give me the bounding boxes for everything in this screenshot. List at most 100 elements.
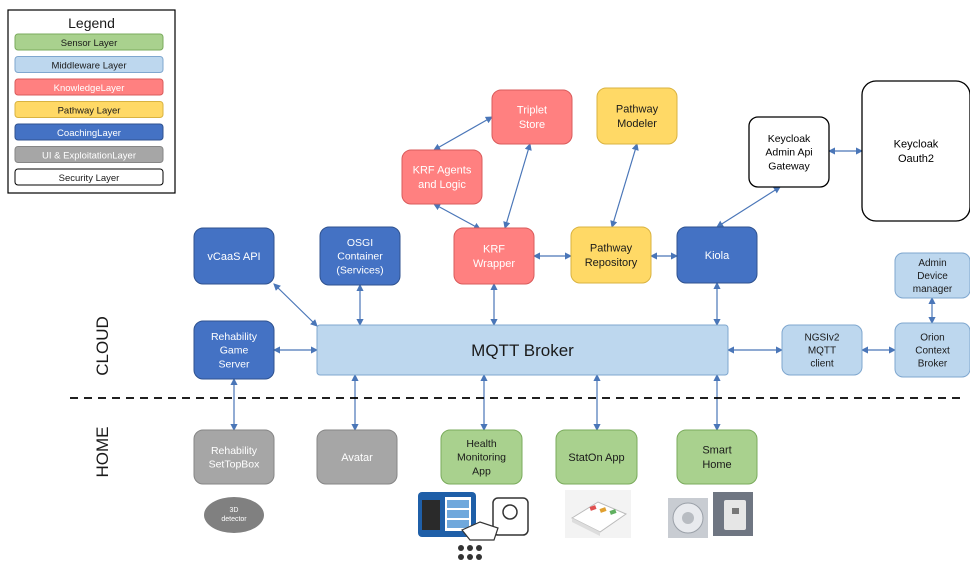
connection-arrow [503,142,532,230]
wrist-hand [461,521,499,541]
node-shape [781,324,863,376]
node-krf-wrapper: KRF Wrapper [453,227,535,285]
legend-item: UI & ExploitationLayer [14,146,164,163]
node-label: Container [337,251,383,263]
node-shape [676,226,758,284]
node-shape [748,116,830,188]
legend-item: Security Layer [14,168,164,186]
node-label: Admin [918,258,946,269]
detector-label-line1: 3D [230,507,239,514]
health-devices-illustration [418,492,529,560]
node-shape [316,429,398,485]
legend-label: KnowledgeLayer [54,83,125,94]
connection-arrow [716,186,781,228]
node-label: KRF [483,244,505,256]
node-label: Keycloak [768,133,811,145]
node-shape [894,252,970,299]
node-label: StatOn App [568,452,624,464]
node-label: MQTT Broker [471,341,574,360]
node-label: Modeler [617,118,657,130]
node-label: manager [913,284,953,295]
node-label: Store [519,119,545,131]
node-label: App [472,465,491,477]
node-shape [596,87,678,145]
legend-label: Security Layer [59,173,120,184]
node-label: Gateway [768,160,810,172]
node-label: Triplet [517,105,547,117]
node-kiola: Kiola [676,226,758,284]
node-label: Rehability [211,445,258,457]
node-label: Device [917,271,948,282]
legend-item: Pathway Layer [14,101,164,118]
legend-item: CoachingLayer [14,123,164,141]
smart-home-sensors-illustration [668,492,753,538]
legend-label: UI & ExploitationLayer [42,151,136,162]
node-label: SetTopBox [209,459,261,471]
node-shape [193,429,275,485]
node-label: MQTT [808,346,836,357]
legend-title: Legend [68,15,115,31]
node-shape [894,322,970,378]
node-label: Orion [920,333,944,344]
legend-swatch [14,33,164,51]
legend-swatch [14,78,164,96]
node-label: NGSIv2 [804,333,839,344]
node-label: Avatar [341,452,373,464]
connection-arrows [230,116,936,432]
node-label: Admin Api [765,147,812,159]
node-label: Health [466,438,497,450]
legend-label: CoachingLayer [57,128,121,139]
node-staton-app: StatOn App [555,429,638,485]
node-label: (Services) [336,264,383,276]
zone-label-cloud: CLOUD [93,316,112,376]
node-label: client [810,359,834,370]
legend-swatch [14,101,164,118]
node-label: Keycloak [894,139,939,151]
legend-item: KnowledgeLayer [14,78,164,96]
legend-swatch [14,146,164,163]
node-label: Oauth2 [898,153,934,165]
node-avatar: Avatar [316,429,398,485]
node-shape [401,149,483,205]
staton-device-illustration [565,490,631,538]
connection-arrow [273,283,318,327]
node-shape [676,429,758,485]
zone-label-home: HOME [93,427,112,478]
detector-shape [204,497,264,533]
node-label: Broker [918,359,948,370]
node-label: Repository [585,257,638,269]
node-label: Smart [702,445,731,457]
node-shape [316,324,729,376]
node-label: Context [915,346,950,357]
legend-swatch [14,56,164,73]
node-shape [193,320,275,380]
node-label: Rehability [211,331,258,343]
node-label: Wrapper [473,258,515,270]
connection-arrow [610,142,639,229]
legend-label: Middleware Layer [52,61,127,72]
legend-label: Pathway Layer [58,106,121,117]
connection-arrow [433,203,481,230]
node-shape [440,429,523,485]
node-label: Pathway [616,104,659,116]
node-label: Pathway [590,243,633,255]
legend-swatch [14,168,164,186]
node-shape [453,227,535,285]
